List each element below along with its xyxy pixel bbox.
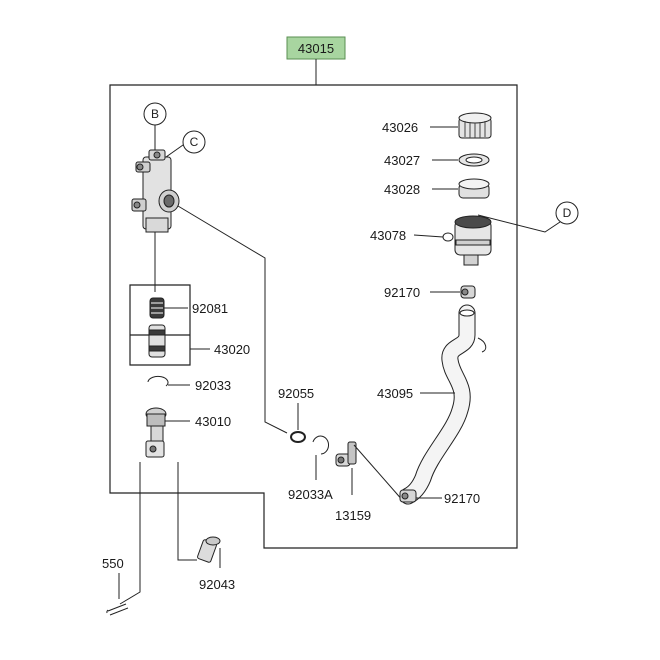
o-ring-92055[interactable]: [290, 431, 306, 443]
reservoir-cap-43026[interactable]: [458, 112, 492, 139]
ref-d-circle[interactable]: [555, 201, 579, 225]
clamp-92170-bottom[interactable]: [399, 489, 417, 503]
fitting-13159[interactable]: [335, 441, 357, 467]
label-43078: 43078: [370, 228, 406, 243]
reservoir-tank-43078[interactable]: [442, 215, 492, 266]
assembly-number: 43015: [298, 41, 334, 56]
diaphragm-43028[interactable]: [458, 178, 490, 199]
push-rod-43010[interactable]: [145, 407, 167, 458]
label-92033: 92033: [195, 378, 231, 393]
assembly-frame: [109, 84, 518, 549]
plate-43027[interactable]: [458, 153, 490, 167]
clamp-92170-top[interactable]: [460, 285, 476, 299]
label-92055: 92055: [278, 386, 314, 401]
circlip-92033a[interactable]: [312, 435, 329, 455]
label-92043: 92043: [199, 577, 235, 592]
cotter-pin-550[interactable]: [106, 603, 129, 616]
clevis-pin-92043[interactable]: [197, 536, 221, 563]
label-43028: 43028: [384, 182, 420, 197]
label-92170-top: 92170: [384, 285, 420, 300]
label-43010: 43010: [195, 414, 231, 429]
spring[interactable]: [149, 297, 165, 319]
circlip-92033[interactable]: [147, 375, 169, 387]
piston-kit-frame: [129, 284, 191, 366]
label-92033a: 92033A: [288, 487, 333, 502]
master-cylinder-body[interactable]: [131, 149, 180, 233]
label-43020: 43020: [214, 342, 250, 357]
ref-c-label: C: [190, 135, 199, 149]
piston[interactable]: [148, 324, 166, 358]
label-13159: 13159: [335, 508, 371, 523]
ref-c-circle[interactable]: [182, 130, 206, 154]
ref-b-label: B: [151, 107, 159, 121]
label-43026: 43026: [382, 120, 418, 135]
label-43095: 43095: [377, 386, 413, 401]
label-92170-bottom: 92170: [444, 491, 480, 506]
label-92081: 92081: [192, 301, 228, 316]
label-43027: 43027: [384, 153, 420, 168]
label-550: 550: [102, 556, 124, 571]
ref-d-label: D: [563, 206, 572, 220]
